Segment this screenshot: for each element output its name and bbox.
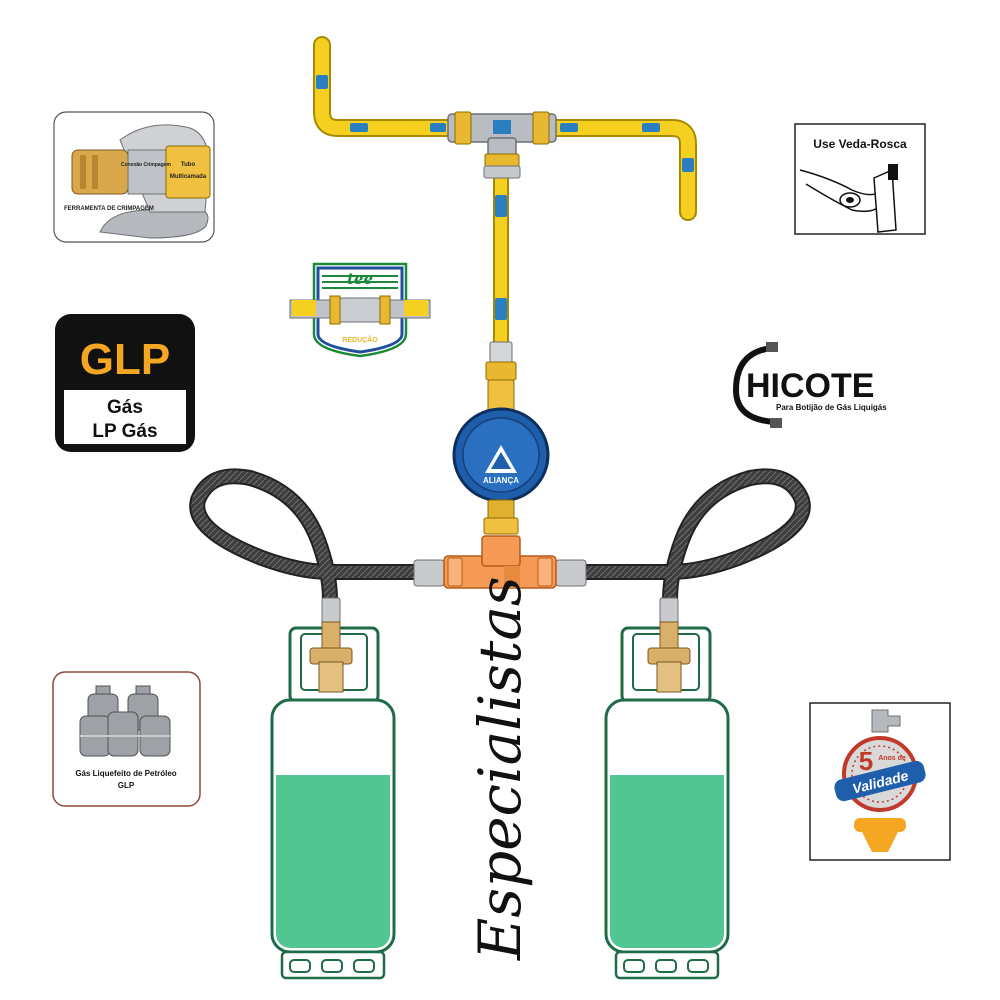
tee-card-subtitle: REDUÇÃO	[342, 335, 378, 344]
pipe-label	[350, 123, 368, 132]
crimp-tool-label: FERRAMENTA DE CRIMPAGEM	[64, 206, 154, 212]
regulator-inlet-connector	[485, 341, 517, 413]
cylinders-card-line1: Gás Liquefeito de Petróleo	[75, 769, 176, 778]
gas-cylinder-left	[270, 621, 396, 980]
pipe-label	[560, 123, 578, 132]
pipe-label	[495, 298, 507, 320]
pipe-label	[316, 75, 328, 89]
glp-card-line2: LP Gás	[92, 421, 157, 442]
hose-brand-card: HICOTE Para Botijão de Gás Liquigás	[732, 342, 887, 428]
cylinder-group-icon	[79, 685, 171, 757]
tee-card-title: tee	[347, 270, 373, 288]
flexible-hoses	[189, 468, 811, 608]
hand-sealing-icon	[799, 164, 898, 233]
hose-fittings	[321, 559, 679, 625]
orange-tee-fitting	[443, 535, 557, 589]
lpg-cylinders-card: Gás Liquefeito de Petróleo GLP	[52, 671, 201, 807]
pipe-label	[430, 123, 446, 132]
thread-seal-card: Use Veda-Rosca	[794, 123, 926, 235]
tee-fitting	[447, 111, 557, 179]
crimp-tube-label-1: Tubo	[181, 162, 196, 168]
crimp-connection-label: Conexão Crimpagem	[121, 162, 172, 168]
glp-card-title: GLP	[80, 335, 170, 384]
gas-regulator: ALIANÇA	[452, 407, 550, 535]
regulator-brand: ALIANÇA	[483, 476, 519, 485]
hose-curve-icon	[732, 345, 779, 425]
glp-card-line1: Gás	[107, 397, 143, 418]
hose-card-title: HICOTE	[746, 367, 874, 405]
hose-card-subtitle: Para Botijão de Gás Liquigás	[776, 403, 887, 412]
crimp-tube-label-2: Multicamada	[170, 174, 207, 180]
tee-reduction-card: tee REDUÇÃO	[289, 262, 431, 358]
thread-seal-title: Use Veda-Rosca	[813, 137, 907, 151]
pipe-label	[495, 195, 507, 217]
gas-cylinder-right	[604, 621, 730, 980]
gas-level-right	[610, 775, 724, 948]
gas-level-left	[276, 775, 390, 948]
pipe-label	[682, 158, 694, 172]
vertical-specialists-text: Especialistas	[466, 576, 534, 961]
validity-years: Anos de	[878, 755, 906, 762]
validity-number: 5	[859, 746, 873, 776]
glp-card: GLP Gás LP Gás	[55, 314, 195, 452]
crimp-tool-card: Conexão Crimpagem Tubo Multicamada FERRA…	[53, 111, 215, 243]
crimp-tool-icon	[99, 209, 209, 239]
cylinders-card-line2: GLP	[118, 781, 135, 790]
pipe-label	[642, 123, 660, 132]
validity-card: 5 Anos de Validade	[809, 702, 951, 861]
